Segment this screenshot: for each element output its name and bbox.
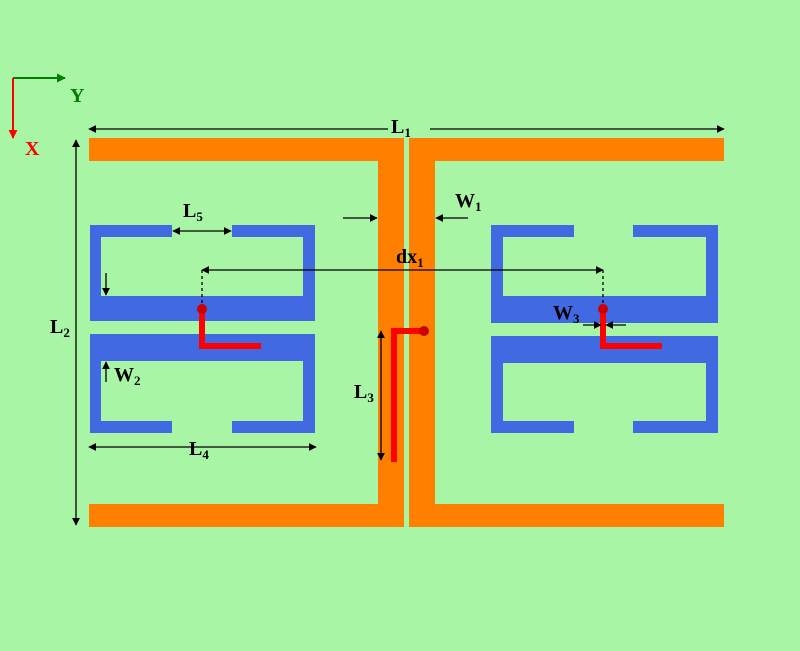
label-l5: L5 [183,200,203,224]
label-l2: L2 [50,316,70,340]
dimension-arrow-icon [72,125,725,526]
label-l1: L1 [391,116,411,140]
axis-arrows-icon: Y X [8,73,85,160]
axis-x-label: X [25,138,40,160]
probe-dot-icon [419,326,429,336]
probe-left [197,304,261,349]
feed-line-right [409,138,724,527]
resonator-left-bottom [90,334,315,433]
probe-right [598,304,662,349]
probe-dot-icon [197,304,207,314]
label-w1: W1 [455,190,482,214]
resonator-right-bottom [491,336,718,433]
axis-y-label: Y [70,85,85,107]
probe-dot-icon [598,304,608,314]
label-dx1: dx1 [396,246,424,270]
resonator-right-top [491,225,718,323]
probe-center [391,326,429,462]
label-l3: L3 [354,381,374,405]
resonator-left-top [90,225,315,321]
label-w2: W2 [114,364,141,388]
label-l4: L4 [189,438,209,462]
label-w3: W3 [553,302,580,326]
